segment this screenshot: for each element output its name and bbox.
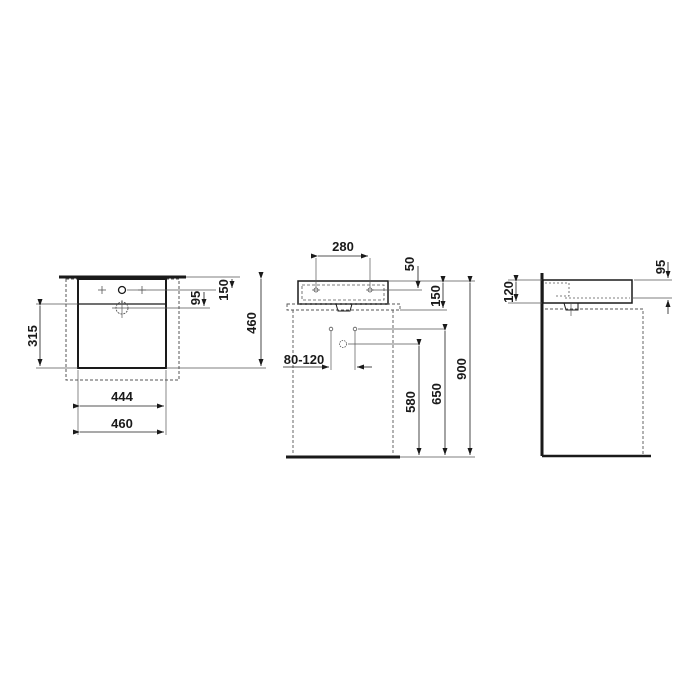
dim-80-120: 80-120: [284, 352, 324, 367]
dim-460: 460: [111, 416, 133, 431]
dim-50: 50: [402, 257, 417, 271]
dim-150-front: 150: [428, 285, 443, 307]
dim-650: 650: [429, 383, 444, 405]
dim-315: 315: [25, 325, 40, 347]
dim-150: 150: [216, 279, 231, 301]
dim-900: 900: [454, 358, 469, 380]
dim-280: 280: [332, 239, 354, 254]
dim-120: 120: [501, 281, 516, 303]
front-view: 280 50 150 80-120 580 650 900: [283, 239, 475, 459]
dim-580: 580: [403, 391, 418, 413]
dim-depth-460: 460: [244, 312, 259, 334]
side-view: 120 95: [501, 260, 672, 458]
dim-444: 444: [111, 389, 133, 404]
dim-95: 95: [188, 291, 203, 305]
dim-95-side: 95: [653, 260, 668, 274]
top-view: 460 150 95 315 444 460: [25, 272, 266, 435]
